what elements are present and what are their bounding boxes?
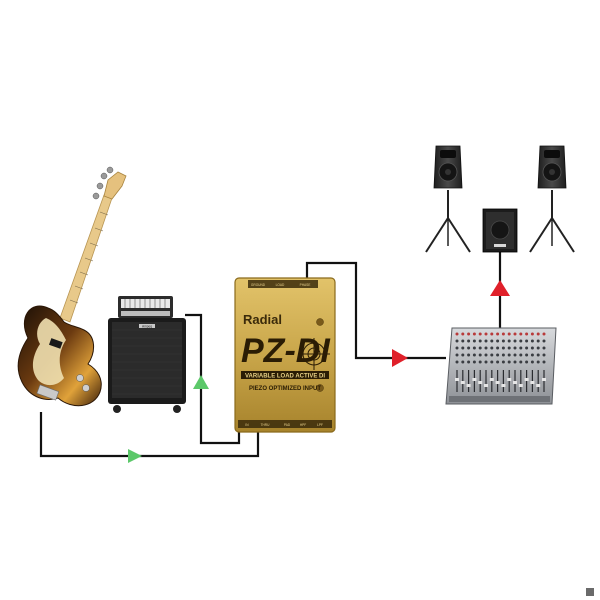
signal-arrow-thru (193, 375, 209, 389)
mixer-icon (445, 327, 557, 405)
di-subtitle-1: VARIABLE LOAD ACTIVE DI (245, 374, 325, 380)
pa-speaker-right (529, 145, 575, 253)
signal-arrow-mains (490, 280, 510, 296)
di-model-label: PZ-DI (241, 332, 331, 370)
di-top-label-phase: PHASE (300, 283, 311, 287)
subwoofer-icon (482, 208, 518, 253)
di-bottom-label-pad: PAD (284, 423, 291, 427)
signal-arrow-input (128, 449, 142, 463)
pz-di-box: GROUND LOAD PHASE Radial PZ-DI VARIABLE … (234, 277, 336, 433)
mixer-channel-strip (530, 332, 535, 392)
di-top-label-load: LOAD (276, 283, 285, 287)
mixer-channel-strip (507, 332, 512, 392)
mixer-channel-strip (455, 332, 459, 392)
di-top-label-ground: GROUND (251, 283, 266, 287)
di-bottom-label-in: IN (245, 423, 249, 427)
crosshair-icon (298, 338, 330, 370)
mixer-channel-strip (472, 332, 477, 392)
pa-speaker-left (425, 145, 471, 253)
mixer-channel-strip (478, 332, 483, 392)
mixer-channel-strip (518, 332, 523, 392)
mixer-channel-strip (460, 332, 465, 392)
mixer-channel-strip (484, 332, 488, 392)
di-bottom-label-lpf: LPF (317, 423, 323, 427)
mixer-channel-strip (466, 332, 471, 392)
di-brand-label: Radial (243, 312, 282, 327)
mixer-channel-strip (513, 332, 517, 392)
di-bottom-label-hpf: HPF (300, 423, 306, 427)
di-subtitle-2: PIEZO OPTIMIZED INPUT (249, 386, 321, 392)
mixer-channel-strip (536, 332, 541, 392)
cables (39, 252, 502, 458)
corner-mark (586, 588, 594, 596)
bass-amp-icon: Ampeg (108, 296, 186, 413)
mixer-channel-strip (501, 332, 506, 392)
cable-guitar-to-di (39, 412, 260, 458)
mixer-channel-strip (524, 332, 529, 392)
mixer-channel-strip (495, 332, 500, 392)
mixer-channel-strip (489, 332, 494, 392)
cable-di-thru-to-amp (185, 313, 241, 445)
di-bottom-label-thru: THRU (261, 423, 271, 427)
signal-arrow-output (392, 349, 408, 367)
bass-guitar-icon (17, 166, 127, 407)
cable-di-out-to-mixer (305, 261, 446, 360)
amp-brand-label: Ampeg (142, 325, 152, 329)
mixer-channel-strip (542, 332, 546, 392)
